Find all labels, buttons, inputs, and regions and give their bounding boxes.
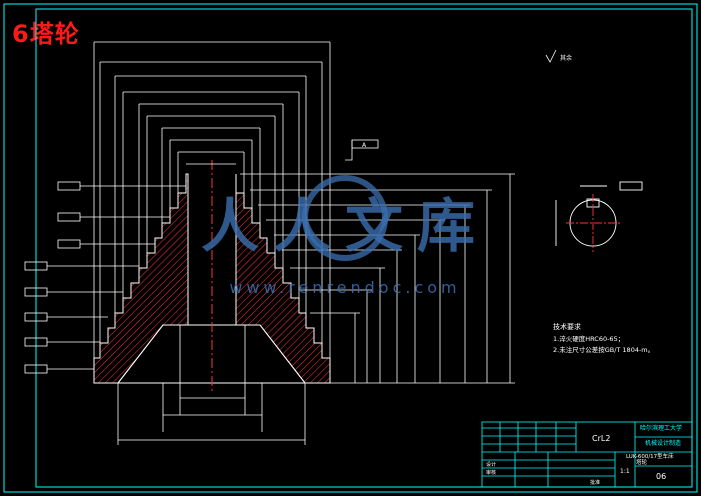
school-name: 哈尔滨理工大学 — [640, 424, 682, 432]
label-approve: 批准 — [590, 479, 600, 486]
tech-item-2: 2.未注尺寸公差按GB/T 1804-m。 — [553, 345, 654, 354]
hatch-left — [93, 173, 189, 384]
material: CrL2 — [592, 434, 610, 443]
tech-heading: 技术要求 — [553, 322, 581, 331]
inner-frame — [35, 8, 693, 488]
dept-name: 机械设计制造 — [645, 439, 681, 447]
hatch-right — [235, 174, 331, 384]
bottom-dims — [117, 325, 306, 445]
drawing-name: 塔轮 — [636, 458, 648, 466]
title-block — [481, 421, 693, 488]
roughness-note: 其余 — [560, 54, 572, 62]
pulley-section — [93, 160, 331, 392]
recess-left — [117, 324, 164, 384]
project-name: LUK-600/17型车床 — [626, 452, 674, 460]
roughness-symbol — [545, 49, 557, 63]
scale: 1:1 — [620, 468, 630, 475]
sheet-number: 06 — [656, 472, 666, 481]
recess-right — [259, 324, 306, 384]
datum-tag: A — [362, 142, 367, 149]
drawing-title: 6塔轮 — [12, 20, 80, 48]
label-design: 设计 — [486, 461, 496, 468]
label-check: 审核 — [486, 469, 496, 476]
tolerance-frames — [24, 181, 186, 374]
tech-item-1: 1.淬火硬度HRC60-65； — [553, 334, 624, 343]
side-view — [555, 181, 643, 252]
outer-frame — [3, 3, 698, 493]
